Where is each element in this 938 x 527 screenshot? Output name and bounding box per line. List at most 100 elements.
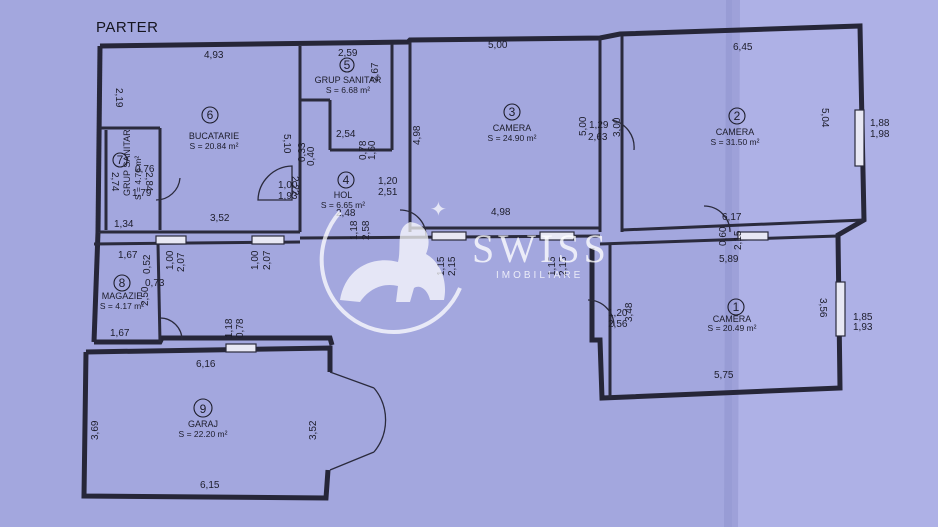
dimension: 0,52	[142, 254, 153, 274]
dimension: 1,00	[250, 250, 261, 270]
room-9-label: 9 GARAJ S = 22.20 m²	[179, 398, 228, 439]
dimension: 1,29	[589, 120, 609, 131]
paper-sheet-left	[0, 0, 732, 527]
dimension: 2,58	[361, 220, 372, 240]
room-number: 4	[343, 173, 350, 187]
room-name: MAGAZIE	[102, 291, 143, 301]
room-area: S = 4.76 m²	[133, 156, 143, 200]
dimension: 0,78	[358, 140, 369, 160]
dimension: 0,40	[306, 146, 317, 166]
room-3-label: 3 CAMERA S = 24.90 m²	[488, 103, 537, 143]
paper-sheet-right	[732, 0, 938, 527]
dimension: 1,85	[853, 312, 873, 323]
dimension: 1,67	[118, 250, 138, 261]
dimension: 5,75	[714, 370, 734, 381]
dimension: 2,59	[338, 48, 358, 59]
dimension: 1,18	[224, 318, 235, 338]
dimension: 5,04	[819, 108, 830, 128]
room-name: BUCATARIE	[189, 131, 239, 141]
room-number: 2	[734, 109, 741, 123]
room-number: 3	[509, 105, 516, 119]
dimension: 4,98	[491, 207, 511, 218]
dimension: 1,15	[436, 256, 447, 276]
room-area: S = 20.84 m²	[190, 141, 239, 151]
watermark: ✦ SWISS IMOBILIARE	[319, 199, 610, 334]
room-area: S = 20.49 m²	[708, 323, 757, 333]
room-number: 5	[344, 58, 351, 72]
room-area: S = 6.68 m²	[326, 85, 370, 95]
watermark-brand: SWISS	[472, 226, 610, 271]
room-name: CAMERA	[713, 314, 752, 324]
dimension: 2,07	[176, 252, 187, 272]
dimension: 2,74	[109, 172, 120, 192]
dimension: 1,60	[367, 140, 378, 160]
dimension: 1,00	[278, 180, 298, 191]
dimension: 4,98	[412, 125, 423, 145]
dimension: 5,00	[488, 40, 508, 51]
room-8-label: 8 MAGAZIE S = 4.17 m²	[100, 274, 144, 311]
dimension: 3,00	[612, 117, 623, 137]
room-name: CAMERA	[493, 123, 532, 133]
dimension: 2,22	[289, 176, 300, 196]
dimension: 3,48	[624, 302, 635, 322]
paper-fold-shadow	[724, 0, 740, 527]
room-number: 9	[200, 402, 207, 416]
dimension: 2,48	[336, 208, 356, 219]
dimension: 6,17	[722, 212, 742, 223]
room-number: 8	[119, 276, 126, 290]
dimension: 6,45	[733, 42, 753, 53]
room-number: 6	[207, 108, 214, 122]
dimension: 1,93	[853, 322, 873, 333]
dimension: 2,63	[588, 132, 608, 143]
dimension: 6,16	[196, 359, 216, 370]
star-icon: ✦	[430, 199, 447, 221]
plan-title: PARTER	[96, 19, 158, 36]
dimension: 2,07	[262, 250, 273, 270]
dimension-labels: 4,93 2,19 5,10 3,52 2,59 2,67 2,54 0,33 …	[90, 40, 890, 491]
dimension: 0,76	[135, 164, 155, 175]
room-number: 1	[733, 300, 740, 314]
watermark-ring	[319, 210, 462, 334]
interior-walls	[93, 36, 865, 398]
room-2-label: 2 CAMERA S = 31.50 m²	[711, 107, 760, 147]
dimension: 1,34	[114, 219, 134, 230]
dimension: 2,15	[447, 256, 458, 276]
dimension: 2,50	[140, 286, 151, 306]
dimension: 6,15	[200, 480, 220, 491]
dimension: 1,67	[110, 328, 130, 339]
room-4-label: 4 HOL S = 6.65 m²	[321, 171, 365, 210]
dimension: 1,98	[870, 129, 890, 140]
room-area: S = 6.65 m²	[321, 200, 365, 210]
dimension: 5,89	[719, 254, 739, 265]
room-6-label: 6 BUCATARIE S = 20.84 m²	[189, 106, 239, 151]
room-7-label: 7 GRUP SANITAR S = 4.76 m²	[112, 129, 143, 200]
dimension: 2,56	[608, 319, 628, 330]
dimension: 1,93	[278, 191, 298, 202]
dimension: 2,51	[378, 187, 398, 198]
dimension: 2,15	[733, 230, 744, 250]
room-area: S = 4.17 m²	[100, 301, 144, 311]
dimension: 5,00	[578, 116, 589, 136]
dimension: 1,15	[547, 256, 558, 276]
dimension: 2,67	[370, 62, 381, 82]
room-name: GRUP SANITAR	[315, 75, 382, 85]
dimension: 3,52	[308, 420, 319, 440]
room-name: GARAJ	[188, 419, 218, 429]
room-name: GRUP SANITAR	[122, 129, 132, 196]
dimension: 1,79	[132, 188, 152, 199]
room-name: HOL	[334, 190, 353, 200]
dimension: 1,88	[870, 118, 890, 129]
room-5-label: 5 GRUP SANITAR S = 6.68 m²	[315, 57, 382, 95]
room-area: S = 31.50 m²	[711, 137, 760, 147]
watermark-sub: IMOBILIARE	[496, 270, 583, 281]
room-name: CAMERA	[716, 127, 755, 137]
lion-logo	[340, 222, 446, 302]
dimension: 0,73	[145, 278, 165, 289]
room-1-label: 1 CAMERA S = 20.49 m²	[708, 298, 757, 333]
windows	[155, 109, 865, 353]
dimension: 5,10	[281, 134, 292, 154]
room-area: S = 24.90 m²	[488, 133, 537, 143]
dimension: 0,78	[235, 318, 246, 338]
dimension: 3,56	[817, 298, 828, 318]
